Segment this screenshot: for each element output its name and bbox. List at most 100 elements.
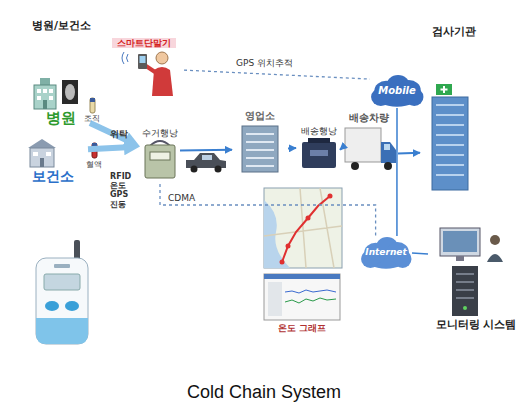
door (40, 158, 44, 167)
node-label: 영업소 (232, 110, 288, 122)
temperature-line (285, 298, 336, 303)
car-window (202, 155, 212, 160)
operator-head (490, 235, 500, 245)
building (34, 85, 56, 109)
node-label: 검사기관 (420, 26, 488, 39)
server-led (463, 306, 467, 310)
server-tower (452, 266, 478, 316)
wheel (191, 166, 198, 173)
tissue-vial (90, 98, 95, 113)
node-label: 배송행낭 (296, 126, 342, 136)
monitoring-system-node: 모니터링 시스템 (428, 222, 524, 336)
delivery-vehicle-node: 배송차량 (340, 108, 398, 184)
area-heading: 병원/보건소 (32, 20, 91, 33)
route-map (264, 188, 342, 268)
delivery-truck (345, 128, 396, 170)
edge-label: CDMA (168, 193, 195, 203)
health-center-node: 보건소 (24, 140, 88, 186)
node-label: 병원 (36, 110, 86, 127)
internet-cloud: Internet (360, 236, 412, 270)
wheel (215, 166, 222, 173)
route-line (282, 196, 330, 262)
branch-office-node: 영업소 (232, 110, 288, 174)
window (49, 96, 53, 100)
graph-titlebar (264, 274, 340, 279)
hospital-node: 병원 (30, 78, 90, 128)
delivery-bag-node: 배송행낭 (296, 124, 342, 172)
monitor (440, 228, 480, 256)
branch-office-building (242, 126, 278, 172)
building (30, 148, 54, 167)
device-body (36, 258, 88, 344)
flow-arrow (340, 148, 342, 150)
device-logo (54, 264, 70, 268)
cab-window (384, 144, 390, 150)
wheel (351, 162, 359, 170)
map-roads (264, 188, 342, 268)
inspection-building (432, 84, 468, 190)
node-label: 스마트단말기 (112, 38, 176, 48)
window (49, 89, 53, 93)
truck-cab (381, 142, 396, 163)
bag-tag (150, 152, 170, 160)
node-note: RFID 온도 GPS 진동 (110, 172, 136, 209)
monitoring-equipment (440, 228, 503, 316)
bag-strip (310, 150, 328, 156)
hospital-icon (34, 78, 78, 109)
flow-arrow (90, 123, 133, 143)
node-label: Internet (360, 247, 412, 257)
window (37, 96, 41, 100)
route-point (328, 194, 333, 199)
window (43, 89, 47, 93)
device-screen (44, 274, 80, 290)
monitor-stand (456, 256, 464, 261)
arm (146, 66, 155, 72)
bag-body (145, 145, 175, 178)
car-body (186, 153, 226, 168)
courier-with-terminal (122, 52, 173, 96)
collection-bag (145, 141, 175, 178)
node-label: 온도 그래프 (262, 323, 342, 333)
door (43, 100, 47, 109)
map-frame (264, 188, 342, 268)
smart-terminal-node: 스마트단말기 (112, 36, 184, 98)
building (432, 97, 468, 190)
roof (28, 139, 56, 148)
device-button (45, 301, 59, 311)
temperature-graph-window (264, 274, 340, 320)
flow-arrow (288, 147, 296, 149)
window (37, 89, 41, 93)
bag-body (302, 142, 336, 168)
green-cross-sign (436, 84, 452, 95)
route-point (280, 260, 285, 265)
wireless-link (160, 184, 376, 236)
node-label: 배송차량 (340, 112, 398, 124)
flow-arrow (398, 152, 420, 155)
monitor-screen (443, 231, 477, 252)
temperature-graph-node: 온도 그래프 (262, 272, 342, 338)
collection-bag-node: 수거행낭RFID 온도 GPS 진동 (140, 128, 180, 184)
flow-arrow (412, 252, 428, 254)
wheel (384, 162, 392, 170)
flow-arrow (88, 147, 132, 149)
operator-body (487, 254, 503, 262)
window (46, 152, 51, 156)
node-label: 모니터링 시스템 (428, 319, 524, 332)
device-button (65, 301, 79, 311)
flow-arrow (396, 108, 398, 236)
temperature-line (285, 290, 336, 293)
mobile-cloud: Mobile (370, 74, 424, 108)
route-point (306, 216, 311, 221)
terminal (138, 54, 147, 69)
cargo-box (345, 128, 381, 162)
signal-waves (122, 52, 128, 64)
delivery-bag (302, 138, 336, 168)
data-logger-device (36, 240, 88, 344)
graph-frame (264, 274, 340, 320)
windows (436, 105, 464, 175)
car-icon (186, 153, 226, 173)
xray-image (65, 84, 75, 100)
head (156, 52, 168, 64)
graph-sidebar (268, 282, 282, 316)
wireless-link (184, 70, 370, 79)
